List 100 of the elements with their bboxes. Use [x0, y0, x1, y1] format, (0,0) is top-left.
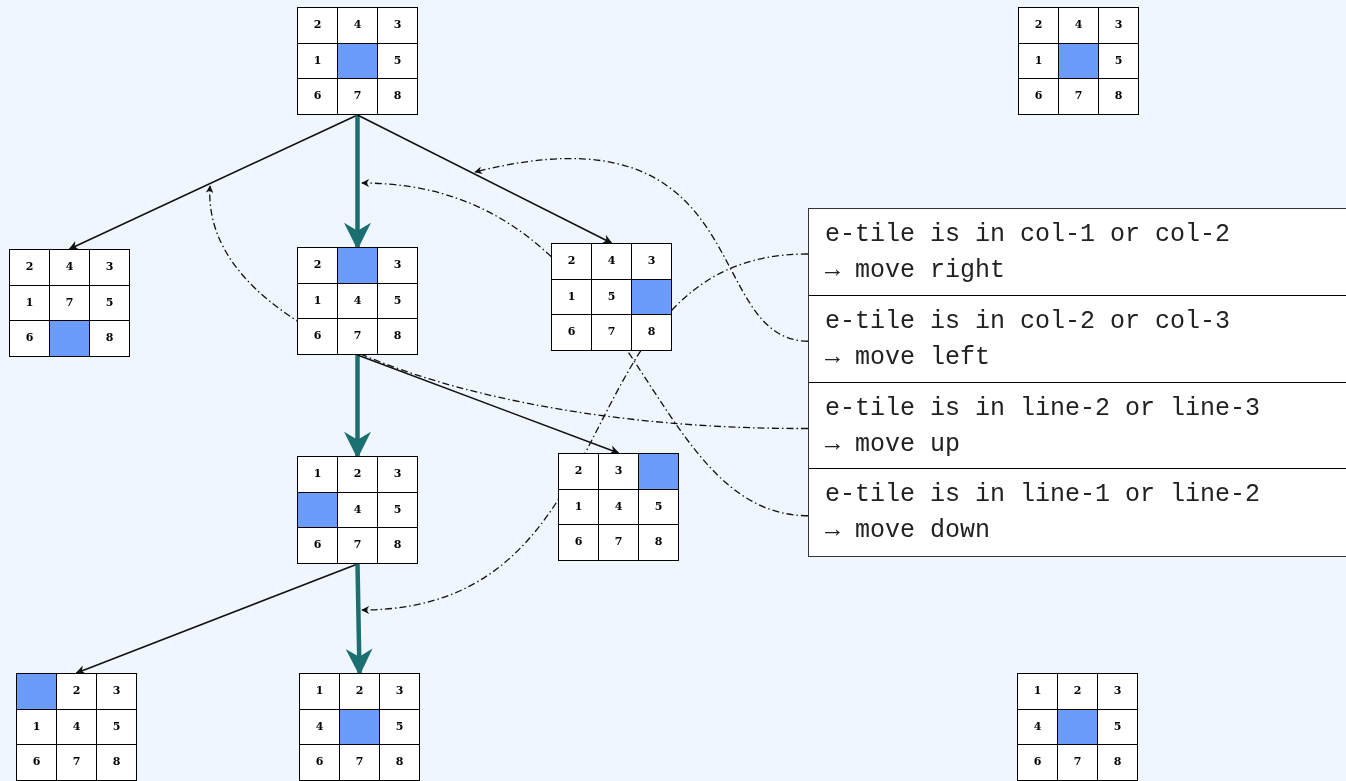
- number-tile: 7: [57, 745, 97, 781]
- number-tile: 4: [1059, 8, 1099, 44]
- number-tile: 6: [10, 321, 50, 357]
- number-tile: 2: [298, 248, 338, 284]
- rule-table: [808, 208, 1346, 557]
- leader-line: [206, 185, 809, 430]
- number-tile: 8: [639, 525, 679, 561]
- number-tile: 8: [632, 315, 672, 351]
- number-tile: 5: [639, 489, 679, 526]
- number-tile: 2: [338, 457, 378, 493]
- number-tile: 2: [552, 244, 592, 280]
- puzzle-grid: [9, 249, 130, 357]
- number-tile: 5: [378, 43, 418, 80]
- number-tile: 7: [340, 745, 380, 781]
- action-text: → move up: [825, 428, 962, 461]
- arrow: [356, 114, 613, 244]
- puzzle-grid: [558, 453, 679, 561]
- action-text: → move right: [825, 255, 1007, 287]
- number-tile: 2: [1019, 8, 1059, 44]
- number-tile: 6: [298, 79, 338, 115]
- puzzle-grid: [16, 673, 137, 781]
- number-tile: 6: [298, 319, 338, 355]
- number-tile: 4: [599, 489, 639, 526]
- number-tile: 5: [1098, 709, 1138, 746]
- number-tile: 2: [1058, 674, 1098, 710]
- puzzle-grid: [297, 247, 418, 355]
- action-text: → move down: [825, 515, 992, 548]
- number-tile: 2: [10, 250, 50, 286]
- puzzle-grid: [1018, 7, 1139, 115]
- number-tile: 2: [57, 674, 97, 710]
- number-tile: 3: [1099, 8, 1139, 44]
- number-tile: 5: [90, 285, 130, 322]
- number-tile: 6: [559, 525, 599, 561]
- condition-text: e-tile is in col-1 or col-2: [825, 219, 1232, 251]
- number-tile: 8: [1099, 79, 1139, 115]
- number-tile: 1: [17, 709, 57, 746]
- leader-line: [474, 158, 809, 342]
- puzzle-grid: [551, 243, 672, 351]
- number-tile: 3: [97, 674, 137, 710]
- number-tile: 3: [378, 457, 418, 493]
- number-tile: 7: [599, 525, 639, 561]
- number-tile: 8: [90, 321, 130, 357]
- number-tile: 5: [378, 283, 418, 320]
- number-tile: 8: [378, 528, 418, 564]
- number-tile: 1: [10, 285, 50, 322]
- number-tile: 7: [338, 528, 378, 564]
- number-tile: 5: [1099, 43, 1139, 80]
- number-tile: 5: [97, 709, 137, 746]
- action-text: → move left: [825, 341, 992, 374]
- number-tile: 7: [338, 319, 378, 355]
- number-tile: 6: [1018, 745, 1058, 781]
- number-tile: 1: [1018, 674, 1058, 710]
- number-tile: 2: [340, 674, 380, 710]
- number-tile: 7: [338, 79, 378, 115]
- number-tile: 3: [90, 250, 130, 286]
- arrow: [345, 563, 373, 676]
- number-tile: 8: [378, 319, 418, 355]
- number-tile: 6: [1019, 79, 1059, 115]
- condition-text: e-tile is in col-2 or col-3: [825, 305, 1232, 338]
- puzzle-grid: [297, 7, 418, 115]
- number-tile: 8: [380, 745, 420, 781]
- number-tile: 5: [592, 279, 632, 316]
- number-tile: 4: [338, 8, 378, 44]
- number-tile: 4: [338, 283, 378, 320]
- puzzle-grid: [1017, 673, 1138, 781]
- condition-text: e-tile is in line-1 or line-2: [825, 479, 1262, 512]
- condition-text: e-tile is in line-2 or line-3: [825, 392, 1262, 425]
- number-tile: 2: [559, 454, 599, 490]
- puzzle-grid: [299, 673, 420, 781]
- number-tile: 7: [1059, 79, 1099, 115]
- number-tile: 3: [380, 674, 420, 710]
- number-tile: 6: [300, 745, 340, 781]
- number-tile: 5: [378, 492, 418, 529]
- number-tile: 1: [298, 43, 338, 80]
- number-tile: 6: [552, 315, 592, 351]
- number-tile: 1: [559, 489, 599, 526]
- number-tile: 2: [298, 8, 338, 44]
- arrow: [344, 355, 371, 459]
- number-tile: 6: [17, 745, 57, 781]
- number-tile: 4: [592, 244, 632, 280]
- number-tile: 7: [1058, 745, 1098, 781]
- number-tile: 1: [298, 457, 338, 493]
- number-tile: 3: [378, 8, 418, 44]
- number-tile: 4: [300, 709, 340, 746]
- number-tile: 3: [599, 454, 639, 490]
- number-tile: 1: [300, 674, 340, 710]
- number-tile: 7: [592, 315, 632, 351]
- number-tile: 1: [1019, 43, 1059, 80]
- number-tile: 7: [50, 285, 90, 322]
- number-tile: 8: [97, 745, 137, 781]
- number-tile: 1: [298, 283, 338, 320]
- number-tile: 3: [1098, 674, 1138, 710]
- number-tile: 3: [378, 248, 418, 284]
- number-tile: 4: [57, 709, 97, 746]
- number-tile: 1: [552, 279, 592, 316]
- number-tile: 8: [378, 79, 418, 115]
- number-tile: 5: [380, 709, 420, 746]
- number-tile: 3: [632, 244, 672, 280]
- arrow: [356, 354, 620, 455]
- number-tile: 4: [1018, 709, 1058, 746]
